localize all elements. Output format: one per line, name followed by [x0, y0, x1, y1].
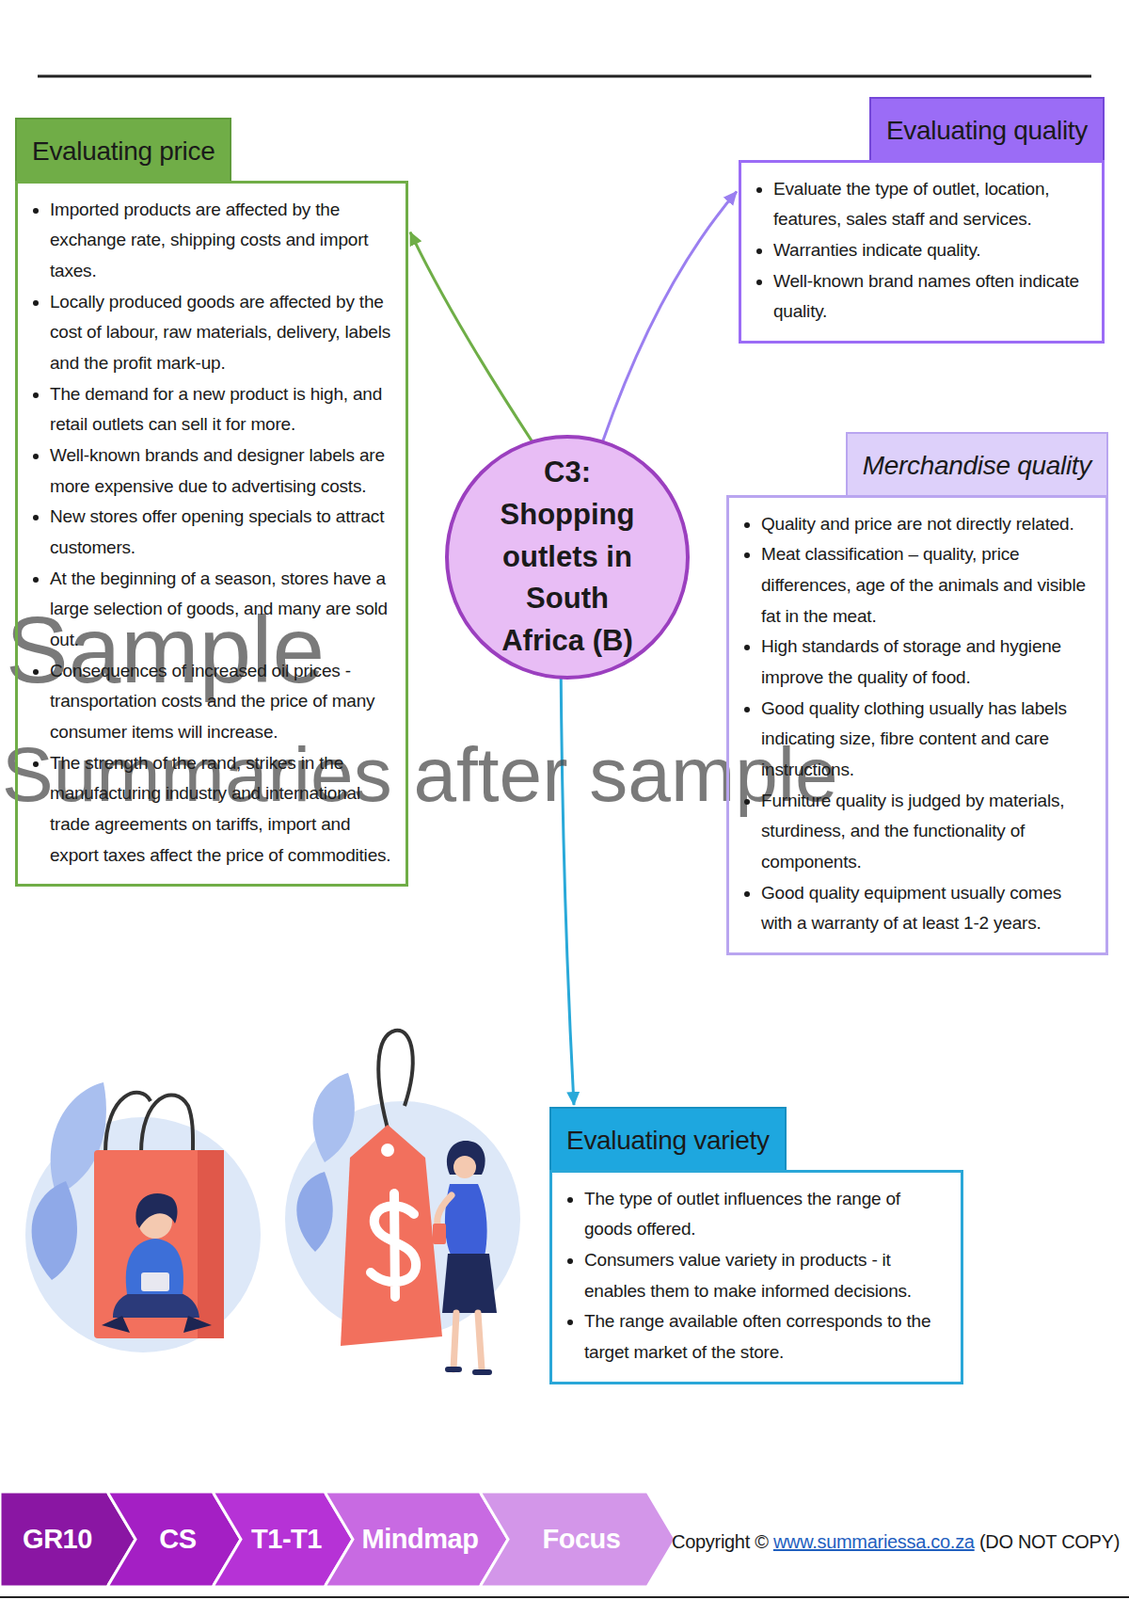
- bullet-text: Consequences of increased oil prices - t…: [49, 660, 375, 742]
- topic-card: Merchandise qualityQuality and price are…: [726, 431, 1109, 955]
- bullet-text: Imported products are affected by the ex…: [49, 199, 368, 281]
- bullet-item: New stores offer opening specials to att…: [49, 501, 393, 563]
- bullet-text: The type of outlet influences the range …: [584, 1188, 901, 1240]
- bullet-list: Imported products are affected by the ex…: [27, 194, 393, 872]
- card-heading: Evaluating variety: [549, 1106, 787, 1173]
- bullet-text: Furniture quality is judged by materials…: [761, 790, 1065, 872]
- bullet-text: Meat classification – quality, price dif…: [761, 543, 1086, 625]
- bullet-text: Good quality equipment usually comes wit…: [761, 882, 1062, 934]
- bullet-text: The range available often corresponds to…: [584, 1310, 931, 1362]
- bullet-item: At the beginning of a season, stores hav…: [49, 563, 393, 656]
- circle-shape: [446, 436, 688, 678]
- breadcrumb-chevron: Focus: [479, 1491, 676, 1587]
- bullet-text: High standards of storage and hygiene im…: [761, 636, 1062, 687]
- bullet-text: The strength of the rand, strikes in the…: [49, 752, 391, 865]
- bullet-item: Good quality clothing usually has labels…: [761, 693, 1093, 786]
- card-body: Imported products are affected by the ex…: [15, 180, 409, 888]
- connector-arrow: [410, 232, 532, 442]
- connector-arrow: [603, 191, 737, 442]
- bullet-list: Quality and price are not directly relat…: [738, 508, 1093, 939]
- bullet-item: The range available often corresponds to…: [584, 1305, 948, 1368]
- copyright-line: Copyright © www.summariessa.co.za (DO NO…: [671, 1530, 1120, 1553]
- bullet-text: Well-known brands and designer labels ar…: [49, 445, 385, 496]
- bullet-text: At the beginning of a season, stores hav…: [49, 568, 388, 650]
- bullet-item: Locally produced goods are affected by t…: [49, 286, 393, 380]
- bullet-text: Evaluate the type of outlet, location, f…: [773, 178, 1050, 230]
- website-link: www.summariessa.co.za: [773, 1530, 975, 1552]
- price-tag-illustration: [285, 1030, 521, 1372]
- topic-card: Evaluating varietyThe type of outlet inf…: [549, 1106, 964, 1384]
- bullet-list: The type of outlet influences the range …: [561, 1183, 948, 1368]
- breadcrumb-text: T1-T1: [240, 1491, 333, 1587]
- card-heading: Evaluating price: [15, 117, 232, 184]
- bullet-text: Well-known brand names often indicate qu…: [773, 270, 1080, 322]
- card-body: The type of outlet influences the range …: [549, 1169, 964, 1384]
- shopping-bag-illustration: [25, 1081, 261, 1352]
- bullet-text: Locally produced goods are affected by t…: [49, 291, 391, 373]
- breadcrumb-text: Focus: [508, 1491, 655, 1587]
- bullet-item: The type of outlet influences the range …: [584, 1183, 948, 1245]
- bullet-item: Furniture quality is judged by materials…: [761, 785, 1093, 878]
- chevron-fill: [324, 1491, 509, 1587]
- card-heading: Merchandise quality: [845, 431, 1109, 498]
- bullet-text: Consumers value variety in products - it…: [584, 1249, 912, 1301]
- bullet-item: Quality and price are not directly relat…: [761, 508, 1093, 541]
- breadcrumb-text: Mindmap: [352, 1491, 488, 1587]
- bullet-item: Consumers value variety in products - it…: [584, 1244, 948, 1306]
- bullet-item: Warranties indicate quality.: [773, 235, 1089, 267]
- bullet-item: Imported products are affected by the ex…: [49, 194, 393, 287]
- breadcrumb-chevron: Mindmap: [324, 1491, 509, 1587]
- topic-title: C3: Shopping outlets in South Africa (B): [481, 451, 653, 664]
- bullet-item: Consequences of increased oil prices - t…: [49, 655, 393, 748]
- bullet-item: Well-known brand names often indicate qu…: [773, 266, 1089, 328]
- bullet-text: Warranties indicate quality.: [773, 239, 981, 260]
- bullet-list: Evaluate the type of outlet, location, f…: [750, 174, 1089, 328]
- card-body: Quality and price are not directly relat…: [726, 494, 1109, 955]
- top-rule: [37, 75, 1092, 79]
- bottom-rule: [0, 1595, 1129, 1598]
- topic-card: Evaluating priceImported products are af…: [15, 117, 409, 887]
- bullet-item: Evaluate the type of outlet, location, f…: [773, 174, 1089, 236]
- breadcrumb-text: GR10: [0, 1491, 115, 1587]
- topic-circle: C3: Shopping outlets in South Africa (B): [444, 433, 691, 681]
- copyright-text: (DO NOT COPY): [979, 1530, 1120, 1552]
- bullet-item: Meat classification – quality, price dif…: [761, 539, 1093, 632]
- bullet-text: New stores offer opening specials to att…: [49, 506, 384, 557]
- bullet-item: The demand for a new product is high, an…: [49, 379, 393, 441]
- breadcrumb-text: CS: [135, 1491, 221, 1587]
- bullet-item: Well-known brands and designer labels ar…: [49, 440, 393, 502]
- chevron-fill: [479, 1491, 676, 1587]
- bullet-item: High standards of storage and hygiene im…: [761, 631, 1093, 693]
- card-body: Evaluate the type of outlet, location, f…: [738, 159, 1105, 344]
- copyright-text: Copyright ©: [671, 1530, 769, 1552]
- bullet-item: The strength of the rand, strikes in the…: [49, 747, 393, 872]
- card-heading: Evaluating quality: [869, 96, 1105, 163]
- bullet-text: Quality and price are not directly relat…: [761, 513, 1075, 534]
- bullet-text: Good quality clothing usually has labels…: [761, 698, 1067, 780]
- bullet-item: Good quality equipment usually comes wit…: [761, 877, 1093, 939]
- bullet-text: The demand for a new product is high, an…: [49, 383, 382, 435]
- topic-card: Evaluating qualityEvaluate the type of o…: [738, 96, 1105, 344]
